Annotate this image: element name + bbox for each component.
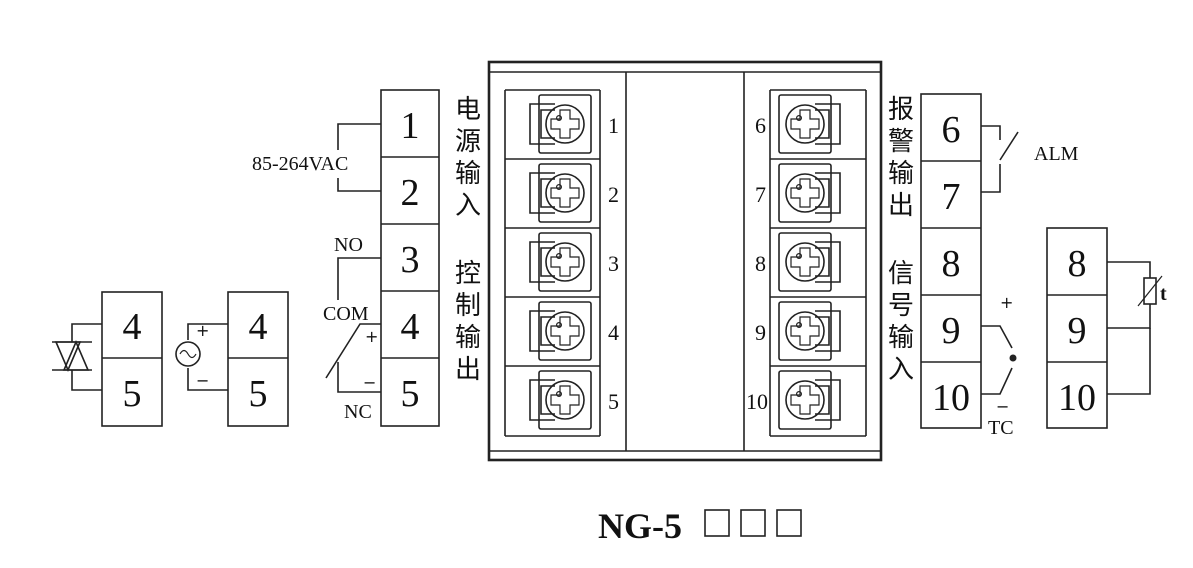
current-plus-sign: + <box>196 321 209 340</box>
screw-terminal-icon <box>778 301 841 361</box>
control-output-char-3: 输 <box>455 323 481 353</box>
model-title: NG-5 <box>598 506 802 546</box>
terminal-6: 6 <box>942 109 961 151</box>
relay-wiring: NO COM NC + − <box>323 234 381 423</box>
thermocouple-junction-icon <box>1009 354 1017 362</box>
screw-terminal-icon <box>778 370 841 430</box>
right-terminal-strip: 6 7 8 9 10 <box>920 93 982 429</box>
current-terminal-5: 5 <box>249 373 268 415</box>
current-minus-sign: − <box>196 371 209 390</box>
screw-terminal-icon <box>529 94 592 154</box>
tc-minus-sign: − <box>996 397 1009 416</box>
model-code-box <box>776 509 802 537</box>
rtd-terminal-9: 9 <box>1068 310 1087 352</box>
alarm-output-char-2: 警 <box>888 127 914 157</box>
device-body <box>487 60 883 462</box>
rtd-block: 8 9 10 t <box>1046 227 1167 429</box>
device-pin-2: 2 <box>608 182 619 207</box>
device-pin-numbers: 1 2 3 4 5 6 7 8 9 10 <box>608 113 768 414</box>
relay-no-label: NO <box>334 234 363 256</box>
alarm-output-char-1: 报 <box>888 95 914 125</box>
screw-terminal-icon <box>778 163 841 223</box>
relay-nc-label: NC <box>344 401 372 423</box>
ssr-terminal-5: 5 <box>123 373 142 415</box>
device-pin-3: 3 <box>608 251 619 276</box>
alarm-output-char-4: 出 <box>888 191 914 221</box>
thermocouple-wiring: + − TC <box>981 293 1017 439</box>
ssr-terminal-4: 4 <box>123 306 142 348</box>
model-code-box <box>704 509 730 537</box>
terminal-5: 5 <box>401 373 420 415</box>
power-wiring: 85-264VAC <box>252 123 381 192</box>
signal-input-char-4: 入 <box>888 355 914 385</box>
model-code-boxes <box>704 509 802 537</box>
signal-input-char-1: 信 <box>888 259 914 289</box>
device-pin-5: 5 <box>608 389 619 414</box>
device-pin-7: 7 <box>755 182 766 207</box>
model-code-box <box>740 509 766 537</box>
left-section-labels: 电 源 输 入 控 制 输 出 <box>455 95 481 385</box>
screw-terminal-icon <box>529 370 592 430</box>
power-input-char-4: 入 <box>455 191 481 221</box>
current-terminal-box <box>227 291 289 427</box>
device-pin-6: 6 <box>755 113 766 138</box>
left-terminal-strip: 1 2 3 4 5 <box>380 89 440 427</box>
terminal-10: 10 <box>932 377 970 419</box>
alarm-wiring: ALM <box>981 125 1079 193</box>
ssr-output-block: 4 5 <box>52 291 163 427</box>
power-input-char-1: 电 <box>455 95 481 125</box>
device-pin-10: 10 <box>746 389 768 414</box>
power-input-char-2: 源 <box>455 127 481 157</box>
voltage-label: 85-264VAC <box>252 153 348 175</box>
control-output-char-4: 出 <box>455 355 481 385</box>
ssr-terminal-box <box>101 291 163 427</box>
terminal-1: 1 <box>401 105 420 147</box>
relay-plus-sign: + <box>365 327 378 346</box>
control-output-char-2: 制 <box>455 291 481 321</box>
terminal-4: 4 <box>401 306 420 348</box>
screw-terminal-icon <box>778 94 841 154</box>
current-terminal-4: 4 <box>249 306 268 348</box>
screw-terminal-icon <box>529 232 592 292</box>
relay-com-label: COM <box>323 303 369 325</box>
screw-terminal-icon <box>529 163 592 223</box>
terminal-3: 3 <box>401 239 420 281</box>
device-pin-1: 1 <box>608 113 619 138</box>
right-section-labels: 报 警 输 出 信 号 输 入 <box>888 95 914 385</box>
alarm-output-char-3: 输 <box>888 159 914 189</box>
screw-terminal-icon <box>529 301 592 361</box>
rtd-label: t <box>1160 283 1167 305</box>
right-screw-terminals <box>778 94 841 430</box>
model-name: NG-5 <box>598 506 682 546</box>
current-output-block: 4 5 + − <box>175 291 289 427</box>
current-source-icon <box>175 323 228 391</box>
power-input-char-3: 输 <box>455 159 481 189</box>
signal-input-char-2: 号 <box>888 291 914 321</box>
device-pin-8: 8 <box>755 251 766 276</box>
relay-minus-sign: − <box>363 373 376 392</box>
alarm-label: ALM <box>1034 143 1079 165</box>
terminal-8: 8 <box>942 243 961 285</box>
signal-input-char-3: 输 <box>888 323 914 353</box>
screw-terminal-icon <box>778 232 841 292</box>
rtd-terminal-8: 8 <box>1068 243 1087 285</box>
triac-icon <box>52 323 102 391</box>
rtd-terminal-10: 10 <box>1058 377 1096 419</box>
terminal-9: 9 <box>942 310 961 352</box>
left-screw-terminals <box>529 94 592 430</box>
terminal-2: 2 <box>401 172 420 214</box>
device-pin-4: 4 <box>608 320 619 345</box>
terminal-7: 7 <box>942 176 961 218</box>
tc-label: TC <box>988 417 1014 439</box>
control-output-char-1: 控 <box>455 259 481 289</box>
tc-plus-sign: + <box>1000 293 1013 312</box>
device-pin-9: 9 <box>755 320 766 345</box>
